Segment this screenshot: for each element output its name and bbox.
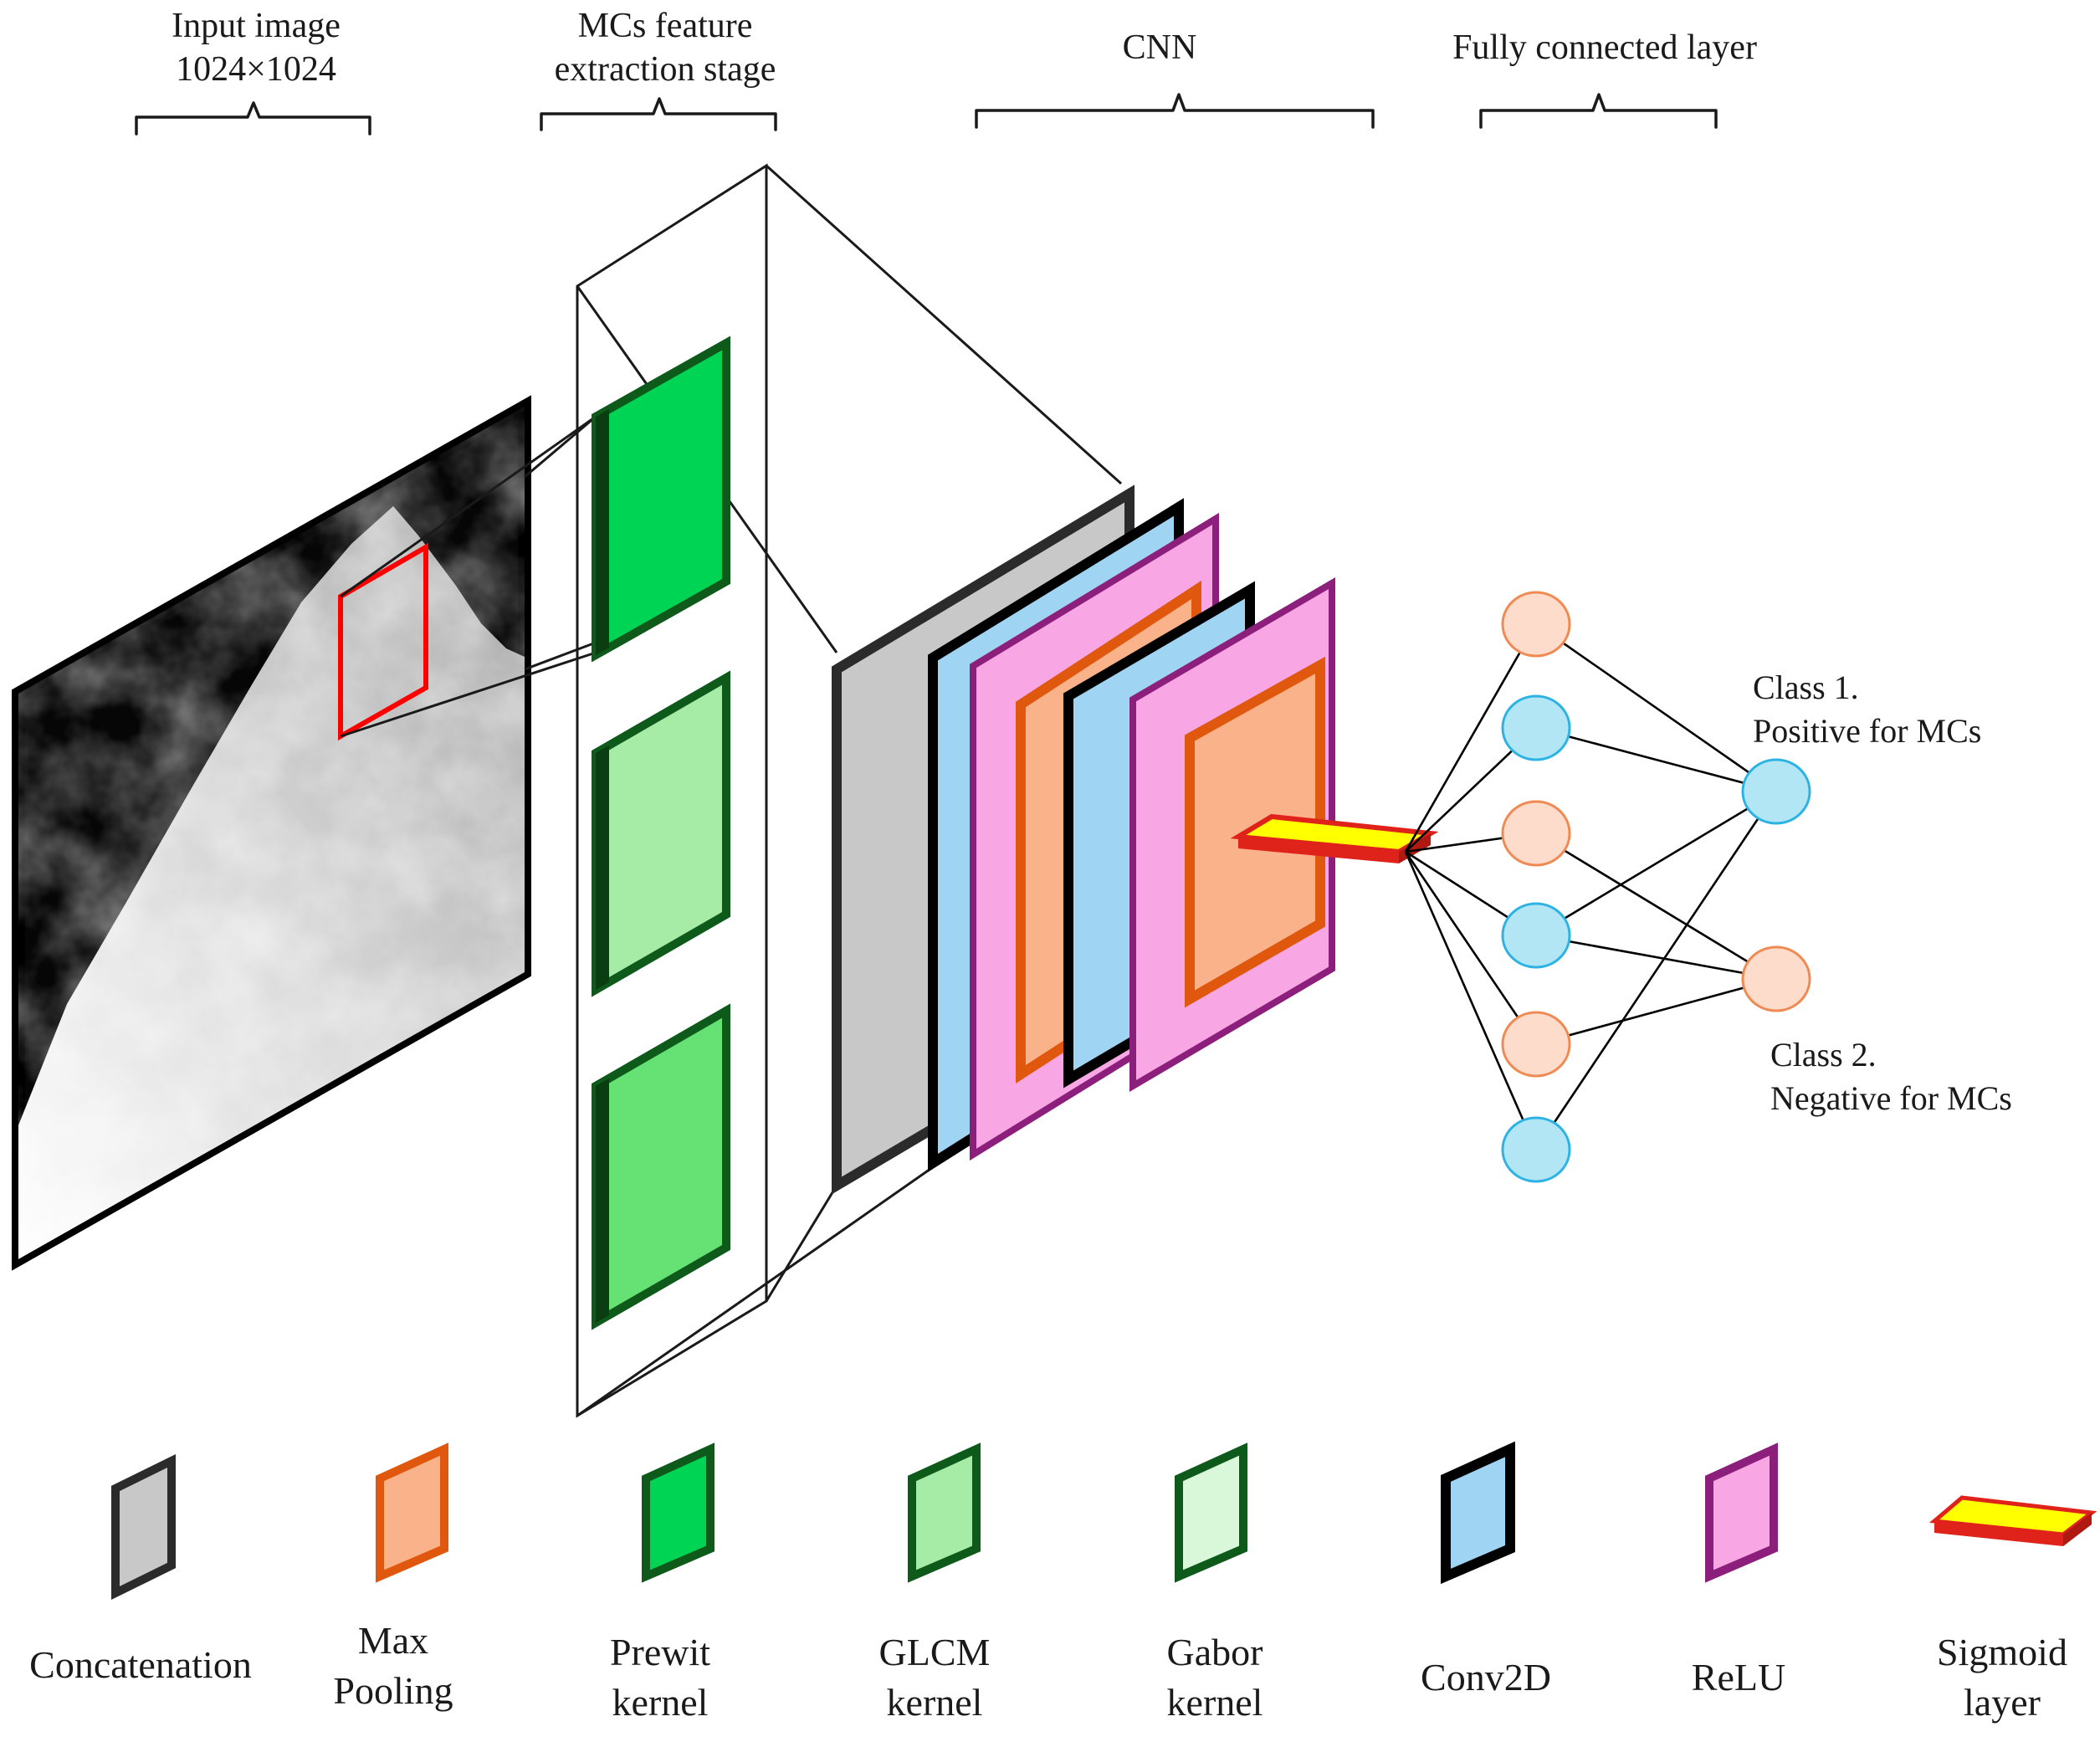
legend-label-prewit: Prewit	[610, 1631, 710, 1673]
header-cnn-title: CNN	[1123, 28, 1197, 67]
class-2-desc: Negative for MCs	[1770, 1079, 2012, 1117]
region-of-interest-box	[338, 542, 428, 741]
legend-item-glcm-kernel: GLCM kernel	[879, 1442, 991, 1724]
legend-label-max: Max	[358, 1619, 428, 1662]
sigmoid-layer-icon	[1928, 1495, 2097, 1546]
class-2-title: Class 2.	[1770, 1036, 1877, 1073]
fully-connected-layer: Class 1. Positive for MCs Class 2. Negat…	[1404, 591, 2012, 1183]
legend-item-prewit-kernel: Prewit kernel	[610, 1442, 715, 1724]
fc-node-2	[1501, 694, 1571, 761]
class-1-title: Class 1.	[1753, 669, 1859, 706]
legend-label-conv2d: Conv2D	[1421, 1656, 1551, 1698]
header-fc-brace	[1479, 93, 1718, 129]
relu-block-icon	[1705, 1442, 1778, 1583]
legend-item-conv2d: Conv2D	[1421, 1441, 1551, 1698]
legend: Concatenation Max Pooling Prewit kernel …	[29, 1441, 2097, 1724]
header-mcs-line2: extraction stage	[555, 50, 776, 89]
fc-node-6	[1501, 1116, 1571, 1183]
header-input-image: Input image 1024×1024	[135, 7, 371, 136]
sigmoid-layer	[1230, 813, 1439, 863]
header-fc-title: Fully connected layer	[1452, 28, 1757, 67]
output-nodes	[1741, 758, 1811, 1012]
feature-extraction-stage	[576, 163, 1123, 1418]
legend-item-max-pooling: Max Pooling	[333, 1442, 453, 1712]
class-1-desc: Positive for MCs	[1753, 712, 1981, 750]
glcm-kernel-block-icon	[908, 1442, 981, 1583]
header-cnn-brace	[975, 93, 1375, 129]
header-mcs-line1: MCs feature	[578, 7, 753, 45]
legend-label-sigmoid: Sigmoid	[1937, 1631, 2067, 1673]
gabor-kernel-block-icon	[1175, 1442, 1247, 1583]
legend-item-gabor-kernel: Gabor kernel	[1167, 1442, 1263, 1724]
legend-label-relu: ReLU	[1692, 1656, 1785, 1698]
glcm-kernel-block-2	[592, 1003, 730, 1330]
legend-label-glcm-kernel: kernel	[887, 1681, 983, 1724]
legend-label-sigmoid-layer: layer	[1964, 1681, 2041, 1724]
fc-connections	[1404, 623, 1778, 1150]
glcm-kernel-block	[592, 670, 730, 997]
fc-node-1	[1501, 591, 1571, 658]
header-fully-connected: Fully connected layer	[1452, 28, 1757, 129]
class-2-label: Class 2. Negative for MCs	[1770, 1036, 2012, 1117]
legend-label-gabor: Gabor	[1167, 1631, 1263, 1673]
legend-item-relu: ReLU	[1692, 1442, 1785, 1698]
header-mcs-brace	[540, 97, 777, 131]
prewit-kernel-block	[592, 336, 730, 663]
header-input-image-title: Input image	[172, 7, 341, 45]
conv2d-block-icon	[1441, 1441, 1515, 1585]
header-mcs-feature-extraction: MCs feature extraction stage	[540, 7, 777, 131]
legend-label-prewit-kernel: kernel	[612, 1681, 709, 1724]
output-node-class1	[1741, 758, 1811, 825]
concatenation-block-icon	[111, 1453, 176, 1601]
prewit-kernel-block-icon	[642, 1442, 715, 1583]
legend-item-sigmoid-layer: Sigmoid layer	[1928, 1495, 2097, 1724]
legend-label-glcm: GLCM	[879, 1631, 991, 1673]
legend-label-concatenation: Concatenation	[29, 1643, 252, 1686]
class-1-label: Class 1. Positive for MCs	[1753, 669, 1981, 750]
legend-label-pooling: Pooling	[333, 1669, 453, 1712]
roi-projection-lines	[340, 415, 597, 738]
fc-node-5	[1501, 1011, 1571, 1078]
header-input-image-size: 1024×1024	[176, 50, 336, 89]
output-node-class2	[1741, 945, 1811, 1012]
cnn-projection-lines	[576, 1166, 934, 1417]
input-image-panel	[12, 395, 531, 1271]
fc-node-3	[1501, 800, 1571, 867]
max-pooling-block-icon	[376, 1442, 448, 1583]
fc-node-4	[1501, 902, 1571, 969]
legend-item-concatenation: Concatenation	[29, 1453, 252, 1686]
legend-label-gabor-kernel: kernel	[1167, 1681, 1263, 1724]
fc-nodes	[1501, 591, 1571, 1183]
header-input-image-brace	[135, 101, 371, 136]
header-cnn: CNN	[975, 28, 1375, 129]
cnn-stack	[832, 484, 1439, 1195]
